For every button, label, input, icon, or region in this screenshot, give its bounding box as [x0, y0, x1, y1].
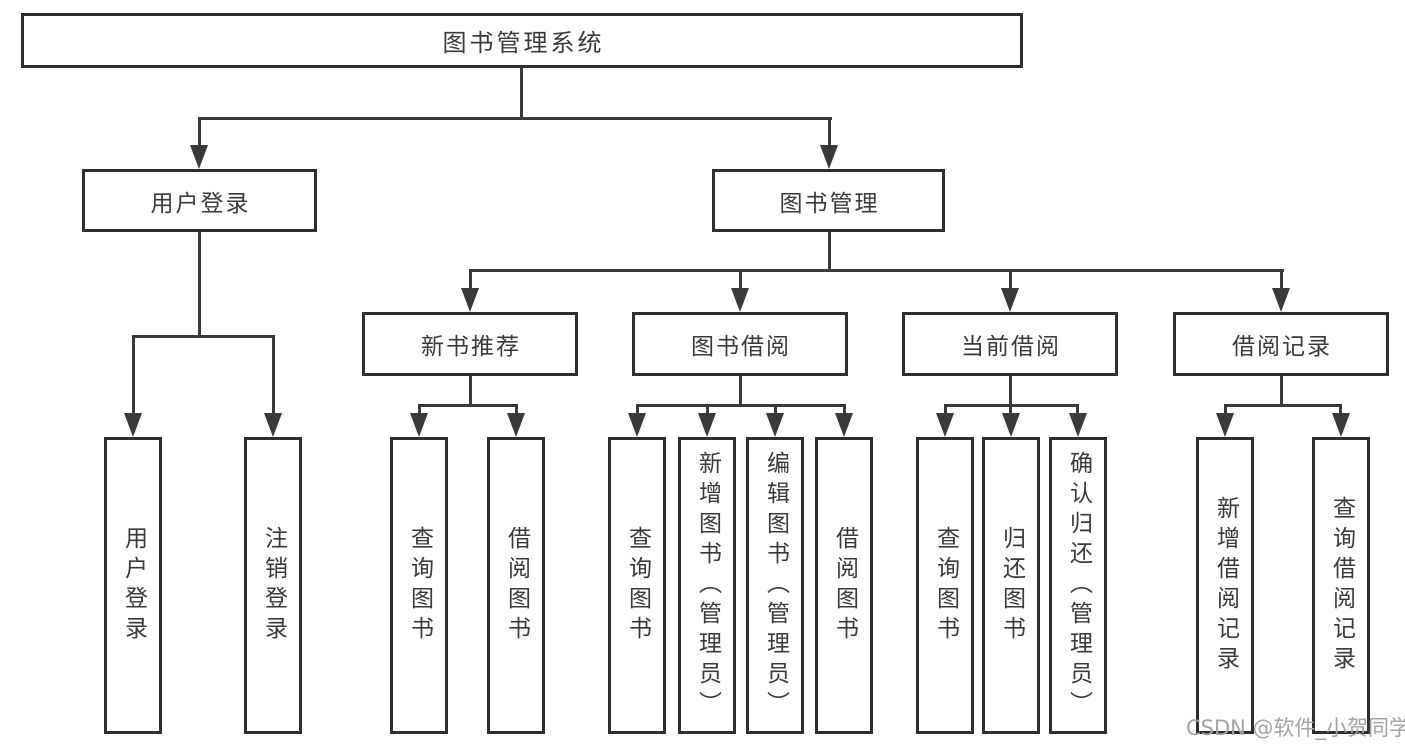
leaf-user-login: 用户登录 [104, 437, 162, 734]
leaf-label: 查询图书 [932, 525, 959, 646]
node-book-borrow-label: 图书借阅 [691, 334, 791, 360]
connector-drop-leaf [272, 335, 275, 417]
connector-drop-leaf [944, 404, 947, 418]
connector-user-login-stem [198, 232, 201, 338]
connector-drop-leaf [636, 404, 639, 418]
connector-drop-book-management [828, 117, 831, 149]
node-book-management-label: 图书管理 [779, 190, 880, 217]
node-borrow-records-label: 借阅记录 [1232, 334, 1332, 360]
leaf-logout: 注销登录 [244, 437, 302, 734]
arrow-down-icon [264, 413, 282, 437]
node-root-label: 图书管理系统 [442, 29, 605, 57]
arrow-down-icon [936, 413, 954, 437]
node-new-book: 新书推荐 [362, 312, 578, 376]
connector-borrow-records-rail [1224, 404, 1342, 407]
leaf-borrow-edit-admin: 编辑图书（管理员） [746, 437, 804, 734]
leaf-label: 新增图书（管理员） [694, 450, 721, 721]
leaf-new-book-borrow: 借阅图书 [487, 437, 545, 734]
connector-drop-leaf [843, 404, 846, 418]
leaf-label: 确认归还（管理员） [1065, 450, 1092, 721]
arrow-down-icon [698, 413, 716, 437]
connector-current-borrow-stem [1009, 376, 1012, 407]
connector-drop-new-book [469, 269, 472, 292]
connector-drop-book-borrow [739, 269, 742, 292]
leaf-current-confirm-admin: 确认归还（管理员） [1049, 437, 1107, 734]
arrow-down-icon [1332, 413, 1350, 437]
arrow-down-icon [1272, 288, 1290, 312]
connector-new-book-rail [418, 404, 518, 407]
connector-root-rail [198, 117, 832, 120]
leaf-records-query: 查询借阅记录 [1312, 437, 1370, 734]
connector-drop-leaf [132, 335, 135, 417]
arrow-down-icon [1069, 413, 1087, 437]
node-current-borrow-label: 当前借阅 [961, 334, 1061, 360]
connector-book-borrow-stem [739, 376, 742, 407]
node-user-login-label: 用户登录 [150, 190, 251, 217]
leaf-current-query: 查询图书 [916, 437, 974, 734]
arrow-down-icon [1216, 413, 1234, 437]
connector-drop-current-borrow [1009, 269, 1012, 292]
arrow-down-icon [461, 288, 479, 312]
leaf-label: 用户登录 [120, 525, 147, 646]
node-current-borrow: 当前借阅 [902, 312, 1118, 376]
leaf-label: 查询图书 [406, 525, 433, 646]
connector-drop-leaf [418, 404, 421, 418]
arrow-down-icon [410, 413, 428, 437]
leaf-label: 借阅图书 [503, 525, 530, 646]
leaf-current-return: 归还图书 [982, 437, 1040, 734]
connector-drop-leaf [1009, 404, 1012, 418]
connector-drop-user-login [198, 117, 201, 149]
connector-drop-leaf [1224, 404, 1227, 418]
node-book-management: 图书管理 [712, 169, 945, 232]
connector-drop-leaf [1339, 404, 1342, 418]
watermark: CSDN @软件_小贺同学 [1186, 716, 1405, 740]
connector-drop-leaf [515, 404, 518, 418]
connector-drop-leaf [774, 404, 777, 418]
connector-drop-leaf [706, 404, 709, 418]
leaf-records-add: 新增借阅记录 [1196, 437, 1254, 734]
arrow-down-icon [766, 413, 784, 437]
connector-book-borrow-rail [636, 404, 845, 407]
leaf-borrow-query: 查询图书 [608, 437, 666, 734]
leaf-label: 新增借阅记录 [1212, 495, 1239, 676]
arrow-down-icon [835, 413, 853, 437]
arrow-down-icon [1001, 288, 1019, 312]
arrow-down-icon [190, 145, 208, 169]
leaf-borrow-book: 借阅图书 [815, 437, 873, 734]
arrow-down-icon [820, 145, 838, 169]
node-user-login: 用户登录 [82, 169, 317, 232]
connector-user-login-rail [132, 335, 275, 338]
arrow-down-icon [731, 288, 749, 312]
leaf-label: 编辑图书（管理员） [762, 450, 789, 721]
node-borrow-records: 借阅记录 [1173, 312, 1389, 376]
leaf-borrow-add-admin: 新增图书（管理员） [678, 437, 736, 734]
leaf-label: 查询借阅记录 [1328, 495, 1355, 676]
leaf-label: 查询图书 [624, 525, 651, 646]
leaf-label: 归还图书 [998, 525, 1025, 646]
connector-drop-borrow-records [1280, 269, 1283, 292]
leaf-new-book-query: 查询图书 [390, 437, 448, 734]
leaf-label: 注销登录 [260, 525, 287, 646]
arrow-down-icon [507, 413, 525, 437]
connector-root-stem [520, 68, 523, 119]
connector-book-management-stem [828, 232, 831, 272]
connector-book-management-rail [469, 269, 1284, 272]
node-book-borrow: 图书借阅 [632, 312, 848, 376]
connector-borrow-records-stem [1280, 376, 1283, 407]
arrow-down-icon [124, 413, 142, 437]
arrow-down-icon [628, 413, 646, 437]
arrow-down-icon [1002, 413, 1020, 437]
node-new-book-label: 新书推荐 [421, 334, 521, 360]
connector-new-book-stem [469, 376, 472, 407]
leaf-label: 借阅图书 [831, 525, 858, 646]
connector-drop-leaf [1076, 404, 1079, 418]
node-root: 图书管理系统 [21, 13, 1023, 68]
